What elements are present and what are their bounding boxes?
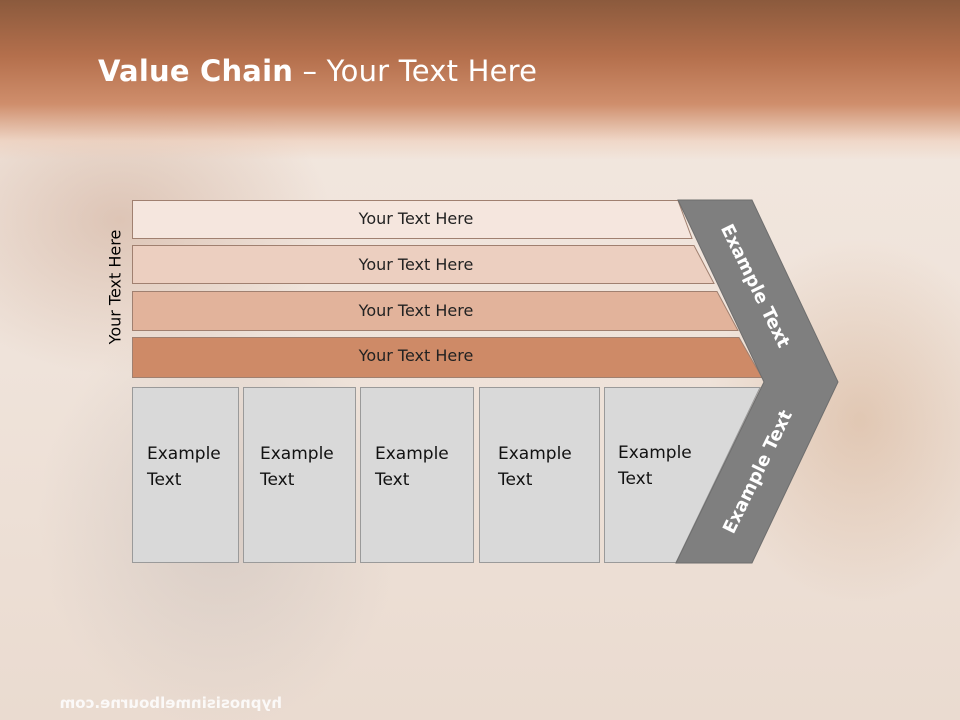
box-1-line2: Text: [147, 470, 182, 490]
box-2-line1: Example: [260, 444, 334, 464]
box-5-line1: Example: [618, 443, 692, 463]
slide-title: Value Chain – Your Text Here: [98, 54, 537, 88]
box-1-line1: Example: [147, 444, 221, 464]
bar-1-label: Your Text Here: [358, 209, 474, 228]
reflection: [0, 563, 960, 713]
title-rest: – Your Text Here: [293, 54, 538, 88]
header-band: [0, 0, 960, 160]
bar-2-label: Your Text Here: [358, 255, 474, 274]
title-bold: Value Chain: [98, 54, 294, 88]
bar-4-label: Your Text Here: [358, 346, 474, 365]
bar-3-label: Your Text Here: [358, 301, 474, 320]
box-3-line2: Text: [375, 470, 410, 490]
box-2-line2: Text: [260, 470, 295, 490]
box-4-line1: Example: [498, 444, 572, 464]
box-4-line2: Text: [498, 470, 533, 490]
box-3-line1: Example: [375, 444, 449, 464]
box-5-line2: Text: [618, 469, 653, 489]
watermark: hypnosisinmelbourne.com: [59, 694, 282, 712]
